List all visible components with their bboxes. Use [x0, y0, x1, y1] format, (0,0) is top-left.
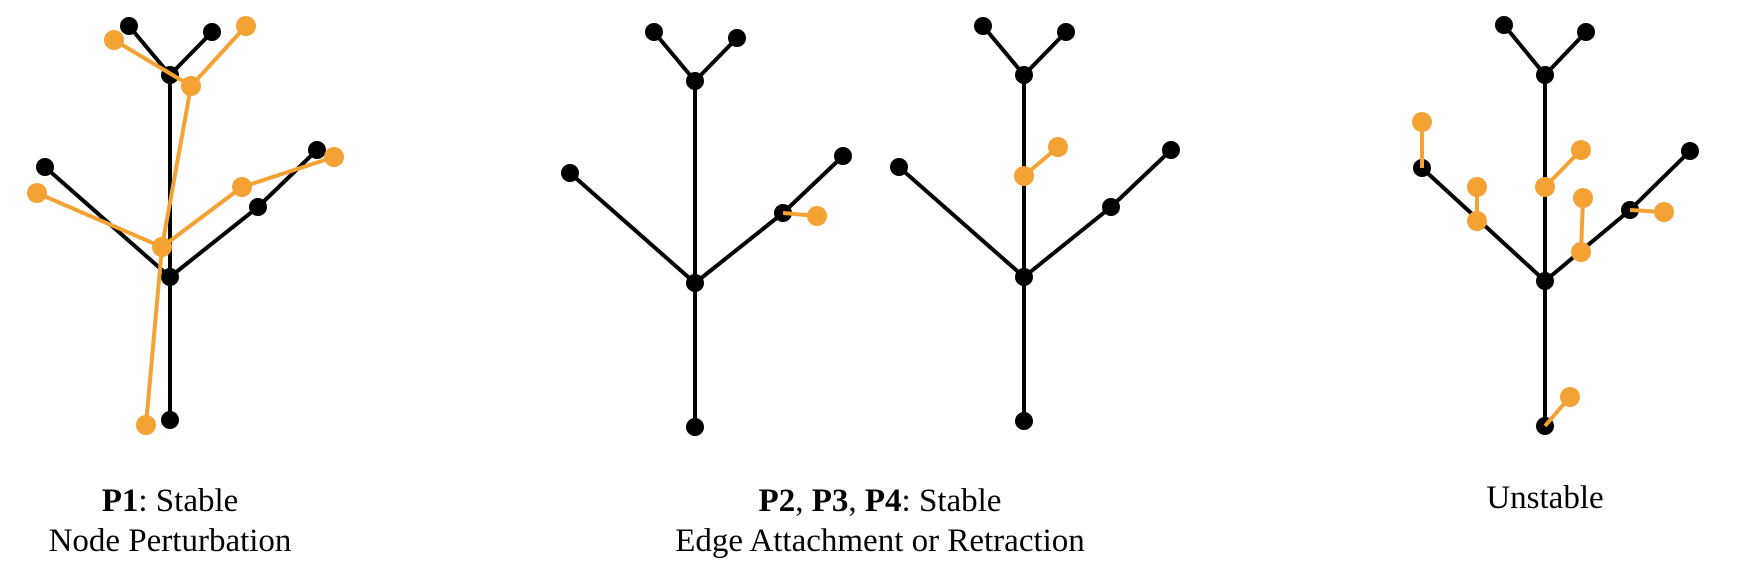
caption-unstable: Unstable: [1445, 478, 1645, 518]
base-tree: [561, 23, 852, 436]
caption-line-1: Unstable: [1486, 480, 1604, 516]
base-tree: [1413, 16, 1699, 435]
panel-unstable: [1412, 16, 1699, 435]
attached-edge: [1014, 137, 1068, 186]
caption-node-perturbation: P1: Stable Node Perturbation: [20, 481, 320, 561]
caption-line-1: P1: Stable: [101, 483, 239, 519]
perturbed-tree: [27, 16, 344, 435]
panel-node-perturbation: [27, 16, 344, 435]
base-tree: [890, 17, 1180, 430]
panel-edge-attachment-2: [890, 17, 1180, 430]
caption-edge-attachment: P2, P3, P4: Stable Edge Attachment or Re…: [630, 481, 1130, 561]
caption-line-2: Edge Attachment or Retraction: [675, 523, 1085, 559]
base-tree: [36, 17, 326, 429]
attached-edge: [782, 206, 827, 226]
panel-edge-attachment: [561, 23, 852, 436]
caption-line-2: Node Perturbation: [48, 523, 292, 559]
noise-edges: [1412, 112, 1674, 428]
caption-line-1: P2, P3, P4: Stable: [758, 483, 1002, 519]
